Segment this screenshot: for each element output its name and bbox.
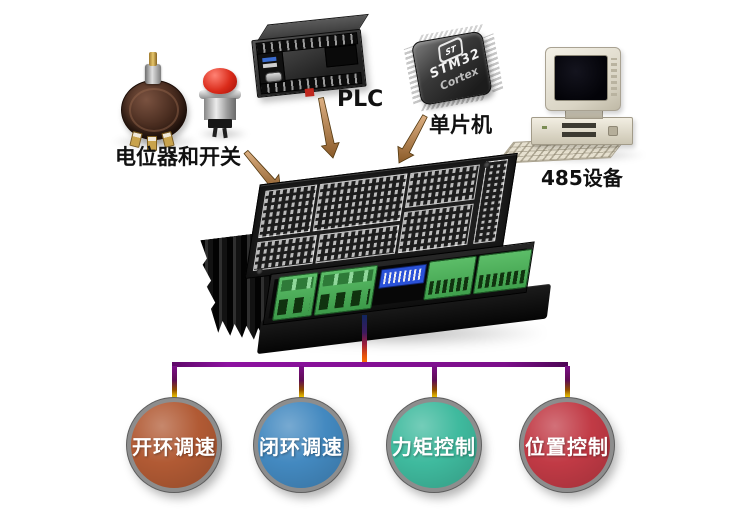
connector-bus [172,362,568,367]
potentiometer-pin [149,52,157,66]
output-circle-label: 闭环调速 [259,434,343,459]
output-circle-open-loop-speed: 开环调速 [127,398,221,492]
panel-marking-box [252,234,317,272]
output-circle-position-control: 位置控制 [520,398,614,492]
terminal-block-2p [271,271,319,322]
rs485-label: 485设备 [541,166,623,190]
output-circle-label: 力矩控制 [392,434,476,459]
terminal-block-3p [313,264,379,316]
output-circle-closed-loop-speed: 闭环调速 [254,398,348,492]
terminal-slots [280,276,315,292]
terminal-holes [318,288,371,311]
driver-image [189,134,561,375]
potentiometer-label: 电位器和开关 [115,145,241,169]
computer-image [496,43,655,164]
arrow-icon-plc [318,97,340,159]
connector-drop-4 [565,366,570,402]
panel-marking-box [258,184,318,239]
potentiometer-ring [129,88,179,132]
potentiometer-shaft [145,64,161,84]
potentiometer-body [121,80,187,140]
floppy-drive [562,132,596,137]
panel-screw [256,267,264,275]
floppy-drive [562,123,596,128]
pushbutton-nut [208,119,232,128]
potentiometer-switch-image [105,52,255,166]
monitor [545,47,621,111]
terminal-holes [427,276,471,295]
output-circle-torque-control: 力矩控制 [387,398,481,492]
panel-marking-box [404,164,480,209]
dip-switch-toggles [382,268,423,285]
panel-marking-box [312,173,408,232]
pushbutton-collar [199,90,241,99]
mcu-label: 单片机 [429,113,492,137]
potentiometer-lug [147,136,157,151]
output-circle-label: 开环调速 [132,434,216,459]
arrow-icon-mcu [397,114,428,164]
pushbutton-cap [203,68,237,94]
connector-drop-1 [172,366,177,402]
connector-stem [362,315,367,365]
monitor-vents [611,58,617,96]
terminal-strip-6p [423,255,477,301]
terminal-holes [477,269,527,289]
pushbutton-body [204,98,236,120]
terminal-strip-9p [472,248,533,295]
terminal-slots [322,269,374,287]
terminal-holes [276,296,311,316]
connector-drop-3 [432,366,437,402]
case-led [542,126,547,129]
plc-label: PLC [337,87,384,112]
panel-marking-box [315,224,400,264]
computer-case [531,117,633,145]
connector-drop-2 [299,366,304,402]
output-circle-label: 位置控制 [525,434,609,459]
monitor-screen [554,55,608,101]
panel-marking-box [397,203,474,254]
power-button [608,126,618,136]
